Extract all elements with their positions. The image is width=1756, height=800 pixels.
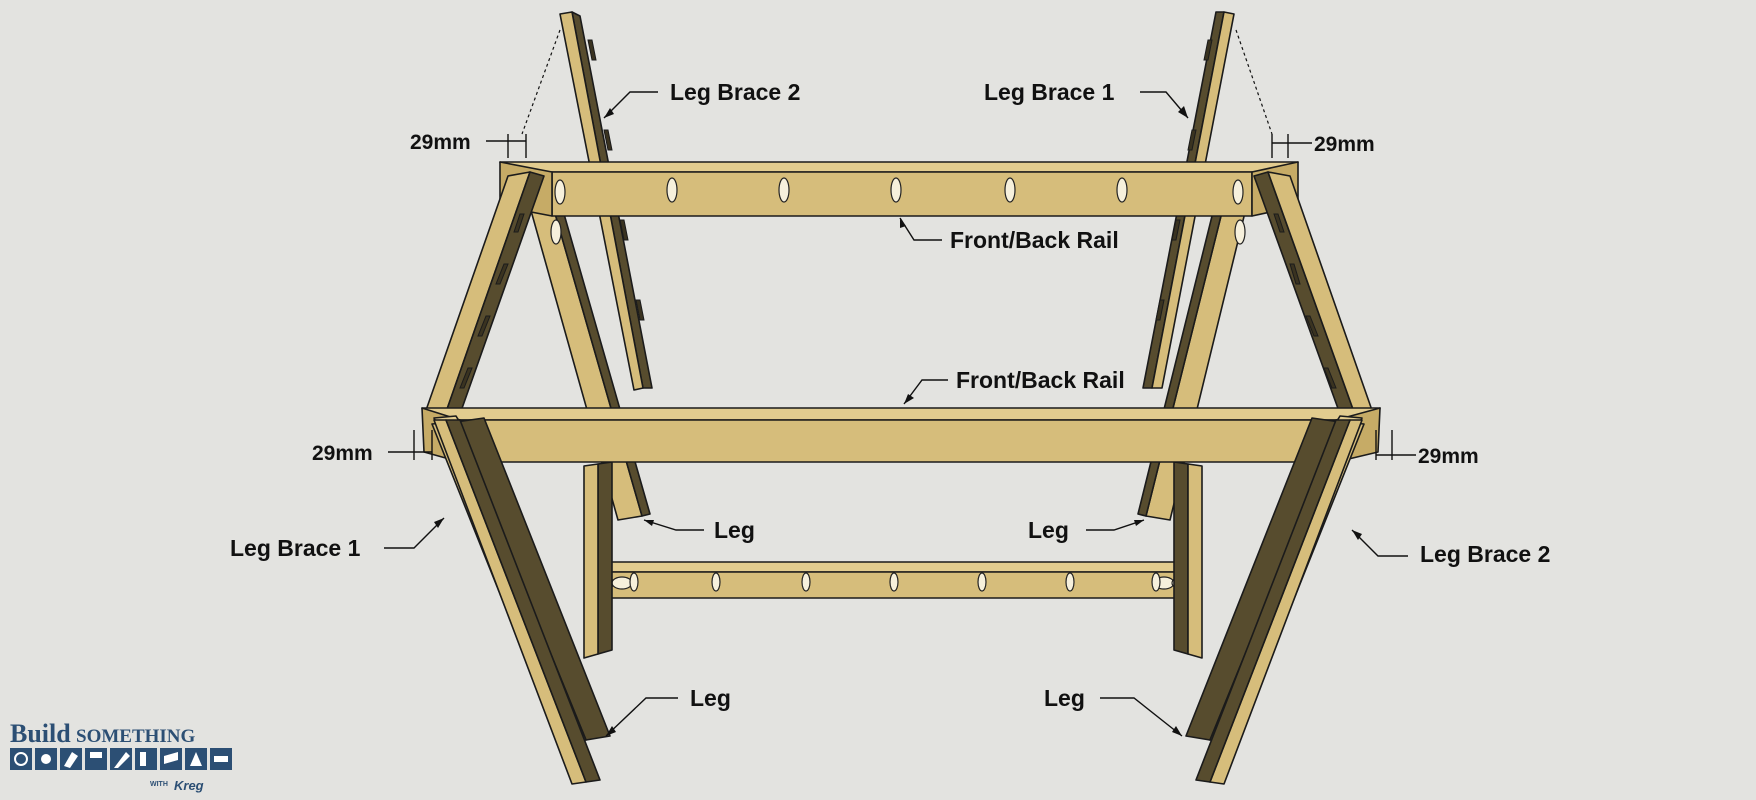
dimension-label: 29mm bbox=[1314, 133, 1375, 156]
dimension-mid-left: 29mm bbox=[312, 430, 433, 465]
label-leg-brace-2: Leg Brace 2 bbox=[670, 79, 800, 105]
logo-something-text: SOMETHING bbox=[76, 726, 196, 747]
leg-inner-right bbox=[1173, 461, 1203, 659]
label-leg: Leg bbox=[714, 517, 755, 543]
callout-leg-bottom-right: Leg bbox=[1044, 685, 1183, 737]
label-leg: Leg bbox=[1028, 517, 1069, 543]
label-leg-brace-1: Leg Brace 1 bbox=[230, 535, 361, 561]
logo-kreg-text: Kreg bbox=[174, 778, 204, 793]
leg-brace-right-side bbox=[1253, 171, 1375, 417]
label-front-back-rail: Front/Back Rail bbox=[956, 367, 1125, 393]
callout-front-back-rail-front: Front/Back Rail bbox=[903, 367, 1125, 405]
label-leg-brace-1: Leg Brace 1 bbox=[984, 79, 1115, 105]
dimension-top-left: 29mm bbox=[410, 29, 561, 158]
callout-leg-brace-2-top: Leg Brace 2 bbox=[603, 79, 800, 119]
callout-leg-brace-1-top: Leg Brace 1 bbox=[984, 79, 1189, 119]
dimension-top-right: 29mm bbox=[1235, 29, 1375, 158]
label-leg-brace-2: Leg Brace 2 bbox=[1420, 541, 1550, 567]
callout-leg-brace-1-bottom: Leg Brace 1 bbox=[230, 517, 445, 561]
dimension-label: 29mm bbox=[312, 442, 373, 465]
callout-leg-mid-left: Leg bbox=[643, 517, 755, 543]
dimension-mid-right: 29mm bbox=[1375, 430, 1479, 468]
leg-brace-1-front bbox=[433, 415, 601, 785]
callout-front-back-rail-back: Front/Back Rail bbox=[899, 217, 1119, 253]
callout-leg-bottom-left: Leg bbox=[605, 685, 731, 737]
callout-leg-brace-2-bottom: Leg Brace 2 bbox=[1351, 529, 1550, 567]
build-something-logo: Build SOMETHING WITH Kreg bbox=[10, 719, 232, 793]
label-leg: Leg bbox=[690, 685, 731, 711]
logo-build-text: Build bbox=[10, 719, 71, 748]
dimension-label: 29mm bbox=[1418, 445, 1479, 468]
leg-brace-left-side bbox=[423, 171, 545, 417]
lower-rail bbox=[591, 561, 1197, 599]
label-leg: Leg bbox=[1044, 685, 1085, 711]
leg-brace-2-front bbox=[1195, 415, 1363, 785]
label-front-back-rail: Front/Back Rail bbox=[950, 227, 1119, 253]
callout-leg-mid-right: Leg bbox=[1028, 517, 1145, 543]
dimension-label: 29mm bbox=[410, 131, 471, 154]
front-back-rail-front bbox=[421, 407, 1381, 463]
logo-with-text: WITH bbox=[150, 781, 168, 788]
tool-icons bbox=[10, 748, 232, 770]
leg-inner-left bbox=[583, 461, 613, 659]
